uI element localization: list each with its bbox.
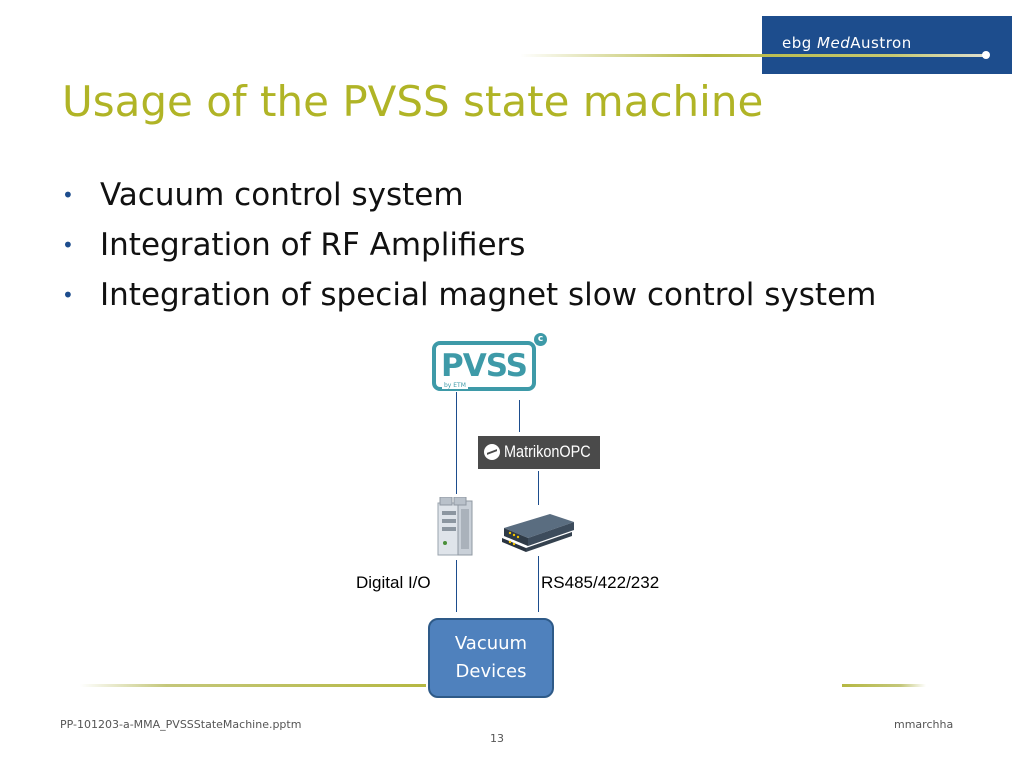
ebg-medaustron-logo: ebg MedAustron — [762, 16, 1012, 74]
serial-device-server-icon — [502, 514, 574, 552]
bullet-icon: • — [62, 233, 74, 257]
matrikon-logo-text: MatrikonOPC — [504, 442, 591, 461]
header-divider-line — [520, 54, 986, 57]
serial-to-vacuum-line — [538, 556, 539, 612]
footer-author: mmarchha — [894, 718, 954, 731]
matrikon-to-serial-line — [538, 471, 539, 505]
pvss-to-matrikon-line — [519, 400, 520, 432]
logo-suffix: Austron — [850, 34, 912, 52]
footer-filename: PP-101203-a-MMA_PVSSStateMachine.pptm — [60, 718, 302, 731]
footer-divider-right — [842, 684, 926, 687]
matrikon-opc-logo: MatrikonOPC — [478, 436, 600, 469]
page-number: 13 — [490, 732, 504, 745]
vacuum-box-line2: Devices — [455, 661, 527, 682]
bullet-icon: • — [62, 283, 74, 307]
slide-title: Usage of the PVSS state machine — [62, 77, 764, 126]
bullet-icon: • — [62, 183, 74, 207]
bullet-list: • Vacuum control system • Integration of R… — [62, 172, 876, 322]
pvss-to-dio-line — [456, 392, 457, 494]
logo-med: Med — [817, 34, 851, 52]
vacuum-box-line1: Vacuum — [454, 633, 528, 654]
logo-text: ebg MedAustron — [782, 34, 912, 52]
header-divider-dot — [982, 51, 990, 59]
bullet-text: Integration of RF Amplifiers — [100, 227, 526, 263]
pvss-logo-text: PVSS — [441, 348, 528, 384]
logo-prefix: ebg — [782, 34, 818, 52]
vacuum-devices-box: Vacuum Devices — [428, 618, 554, 698]
digital-io-label: Digital I/O — [356, 573, 431, 592]
dio-to-vacuum-line — [456, 560, 457, 612]
bullet-item: • Integration of RF Amplifiers — [62, 222, 876, 272]
pvss-logo: PVSS by ETM — [432, 341, 536, 391]
bullet-item: • Integration of special magnet slow cont… — [62, 272, 876, 322]
matrikon-icon — [484, 444, 500, 460]
serial-label: RS485/422/232 — [541, 573, 660, 592]
digital-io-module-icon — [437, 497, 473, 556]
footer-divider-left — [80, 684, 426, 687]
bullet-item: • Vacuum control system — [62, 172, 876, 222]
bullet-text: Vacuum control system — [100, 177, 464, 213]
pvss-logo-badge: c — [534, 333, 547, 346]
pvss-logo-sub: by ETM — [442, 382, 468, 389]
bullet-text: Integration of special magnet slow contr… — [100, 277, 877, 313]
